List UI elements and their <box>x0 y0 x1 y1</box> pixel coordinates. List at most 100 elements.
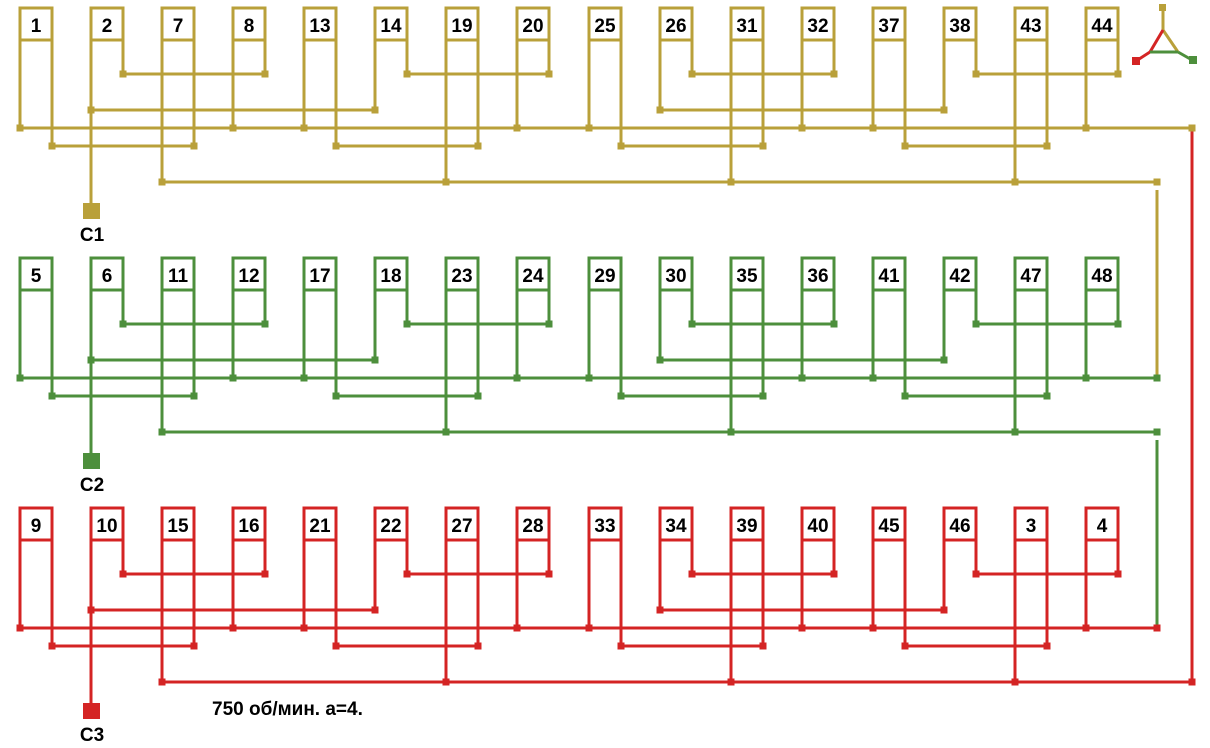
coil-label-box <box>871 256 907 292</box>
coil-number: 9 <box>31 516 42 537</box>
coil-41: 41 <box>871 256 907 396</box>
terminal-label: C2 <box>80 475 104 496</box>
coil-13: 13 <box>302 6 338 146</box>
coil-number: 21 <box>309 516 331 537</box>
coil-number: 46 <box>949 516 970 537</box>
coil-32: 32 <box>800 6 836 128</box>
coil-number: 23 <box>451 266 472 287</box>
coil-number: 4 <box>1097 516 1108 537</box>
coil-number: 37 <box>878 16 899 37</box>
coil-46: 46 <box>942 506 978 610</box>
star-leg <box>1148 29 1165 53</box>
coil-5: 5 <box>18 256 54 396</box>
coil-label-box <box>18 6 54 42</box>
star-leg <box>1161 29 1180 53</box>
coil-label-box <box>800 506 836 542</box>
coil-4: 4 <box>1084 506 1120 628</box>
coil-number: 1 <box>31 16 42 37</box>
coil-number: 20 <box>522 16 543 37</box>
coil-39: 39 <box>729 506 765 682</box>
coil-44: 44 <box>1084 6 1120 128</box>
coil-24: 24 <box>515 256 551 378</box>
coil-label-box <box>658 6 694 42</box>
coil-20: 20 <box>515 6 551 128</box>
coil-number: 47 <box>1020 266 1041 287</box>
coil-number: 42 <box>949 266 970 287</box>
coil-label-box <box>444 256 480 292</box>
coil-label-box <box>231 506 267 542</box>
junction-dot <box>1188 124 1196 132</box>
coil-number: 15 <box>167 516 189 537</box>
coil-number: 24 <box>522 266 544 287</box>
coil-label-box <box>515 6 551 42</box>
coil-9: 9 <box>18 506 54 646</box>
coil-19: 19 <box>444 6 480 182</box>
coil-29: 29 <box>587 256 623 396</box>
coil-number: 12 <box>238 266 259 287</box>
junction-dot <box>1153 624 1161 632</box>
coil-48: 48 <box>1084 256 1120 378</box>
coil-number: 40 <box>807 516 828 537</box>
coil-label-box <box>587 6 623 42</box>
coil-label-box <box>1013 6 1049 42</box>
coil-label-box <box>231 6 267 42</box>
coil-number: 32 <box>807 16 828 37</box>
coil-number: 34 <box>665 516 687 537</box>
coil-number: 39 <box>736 516 757 537</box>
coil-number: 48 <box>1091 266 1112 287</box>
coil-number: 35 <box>736 266 758 287</box>
coil-number: 8 <box>244 16 255 37</box>
coil-40: 40 <box>800 506 836 628</box>
coil-35: 35 <box>729 256 765 432</box>
coil-number: 45 <box>878 516 900 537</box>
coil-number: 14 <box>380 16 402 37</box>
coil-36: 36 <box>800 256 836 378</box>
coil-number: 33 <box>594 516 615 537</box>
coil-number: 31 <box>736 16 758 37</box>
coil-12: 12 <box>231 256 267 378</box>
coil-label-box <box>302 6 338 42</box>
coil-37: 37 <box>871 6 907 146</box>
coil-10: 10 <box>89 506 125 610</box>
coil-31: 31 <box>729 6 765 182</box>
terminal-c2 <box>83 453 100 469</box>
coil-38: 38 <box>942 6 978 110</box>
coil-label-box <box>871 6 907 42</box>
coil-15: 15 <box>160 506 196 682</box>
coil-6: 6 <box>89 256 125 360</box>
coil-22: 22 <box>373 506 409 610</box>
coil-label-box <box>373 256 409 292</box>
coil-number: 41 <box>878 266 900 287</box>
coil-label-box <box>18 506 54 542</box>
coil-3: 3 <box>1013 506 1049 682</box>
coil-label-box <box>729 506 765 542</box>
coil-27: 27 <box>444 506 480 682</box>
star-connection-icon <box>1132 4 1197 65</box>
coil-47: 47 <box>1013 256 1049 432</box>
coil-11: 11 <box>160 256 196 432</box>
terminal-c1 <box>83 203 100 219</box>
coil-label-box <box>1084 256 1120 292</box>
coil-label-box <box>18 256 54 292</box>
coil-42: 42 <box>942 256 978 360</box>
coil-number: 5 <box>31 266 42 287</box>
coil-label-box <box>1013 506 1049 542</box>
coil-label-box <box>1084 506 1120 542</box>
coil-number: 36 <box>807 266 828 287</box>
coil-label-box <box>373 506 409 542</box>
coil-number: 25 <box>594 16 616 37</box>
coil-label-box <box>658 256 694 292</box>
star-terminal <box>1132 57 1140 65</box>
coil-number: 28 <box>522 516 543 537</box>
coil-number: 18 <box>380 266 401 287</box>
coil-number: 17 <box>309 266 330 287</box>
coil-45: 45 <box>871 506 907 646</box>
coil-number: 16 <box>238 516 259 537</box>
coil-28: 28 <box>515 506 551 628</box>
coil-label-box <box>871 506 907 542</box>
coil-1: 1 <box>18 6 54 146</box>
coil-number: 13 <box>309 16 330 37</box>
